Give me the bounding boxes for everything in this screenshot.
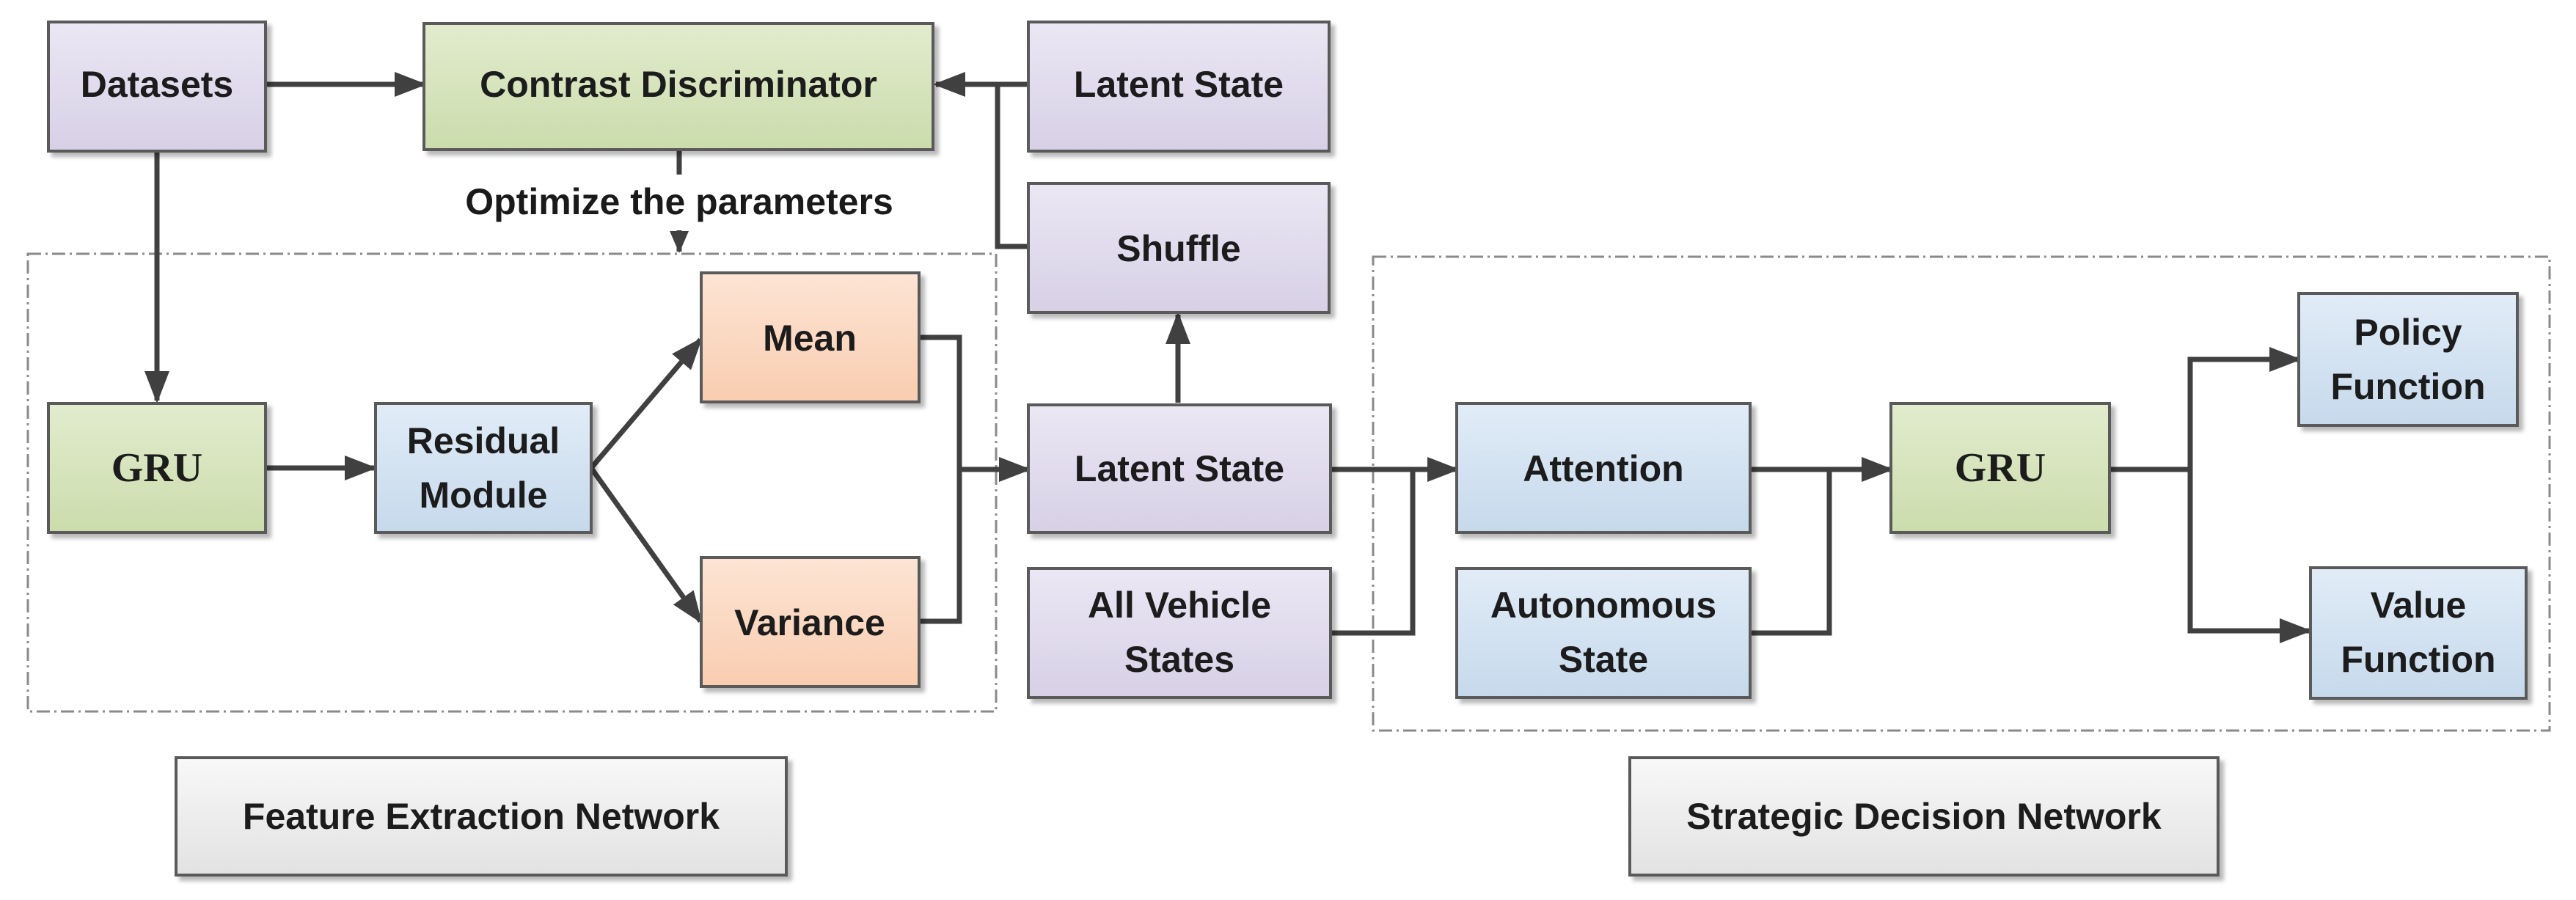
shuffle-node: Shuffle <box>1027 182 1331 314</box>
strategic-decision-label: Strategic Decision Network <box>1686 796 2162 837</box>
strategic-decision-region <box>1372 255 2551 732</box>
gru-right-node: GRU <box>1889 402 2111 534</box>
gru-right-label: GRU <box>1955 445 2046 491</box>
gru-left-node: GRU <box>47 402 267 534</box>
edge-to-policy <box>2187 347 2302 469</box>
edge-residual-to-mean <box>589 337 703 470</box>
all-vehicle-label-line1: All Vehicle <box>1088 585 1271 626</box>
feature-extraction-label: Feature Extraction Network <box>243 796 720 837</box>
policy-label-line2: Function <box>2330 366 2485 407</box>
contrast-discriminator-label: Contrast Discriminator <box>480 64 877 105</box>
edge-residual-to-variance <box>589 466 703 624</box>
edge-variance-to-latent <box>919 469 962 624</box>
shuffle-label: Shuffle <box>1116 228 1240 269</box>
latent-state-mid-node: Latent State <box>1027 403 1332 534</box>
edge-allvehicle-to-attention <box>1331 469 1416 636</box>
contrast-discriminator-node: Contrast Discriminator <box>422 22 934 151</box>
edge-shuffle-to-discriminator <box>995 84 1028 249</box>
datasets-label: Datasets <box>81 64 233 105</box>
attention-label: Attention <box>1523 448 1683 489</box>
autonomous-label-line2: State <box>1559 639 1648 680</box>
mean-node: Mean <box>700 271 921 403</box>
variance-node: Variance <box>700 556 921 688</box>
all-vehicle-label-line2: States <box>1124 639 1234 680</box>
residual-module-node: Residual Module <box>374 402 593 534</box>
mean-label: Mean <box>763 318 857 359</box>
latent-state-top-node: Latent State <box>1027 21 1331 153</box>
edge-mean-to-latent <box>919 334 962 469</box>
strategic-decision-caption: Strategic Decision Network <box>1628 756 2220 877</box>
feature-extraction-caption: Feature Extraction Network <box>175 756 788 877</box>
autonomous-state-node: Autonomous State <box>1455 567 1752 699</box>
edge-autonomous-to-gru <box>1750 469 1832 636</box>
residual-label-line1: Residual <box>407 420 560 461</box>
policy-label-line1: Policy <box>2354 312 2462 353</box>
value-label-line2: Function <box>2341 639 2495 680</box>
attention-node: Attention <box>1455 402 1752 534</box>
value-label-line1: Value <box>2371 585 2467 626</box>
gru-left-label: GRU <box>111 445 202 491</box>
feature-extraction-region <box>26 252 998 713</box>
policy-function-node: Policy Function <box>2297 292 2519 427</box>
latent-state-top-label: Latent State <box>1074 64 1284 105</box>
optimize-parameters-label: Optimize the parameters <box>465 181 893 222</box>
datasets-node: Datasets <box>47 21 267 153</box>
all-vehicle-states-node: All Vehicle States <box>1027 567 1332 699</box>
latent-state-mid-label: Latent State <box>1075 448 1284 489</box>
residual-label-line2: Module <box>420 475 548 516</box>
edges <box>144 72 2312 643</box>
edge-to-value <box>2187 469 2312 643</box>
variance-label: Variance <box>734 602 885 643</box>
autonomous-label-line1: Autonomous <box>1490 585 1716 626</box>
value-function-node: Value Function <box>2309 566 2528 700</box>
